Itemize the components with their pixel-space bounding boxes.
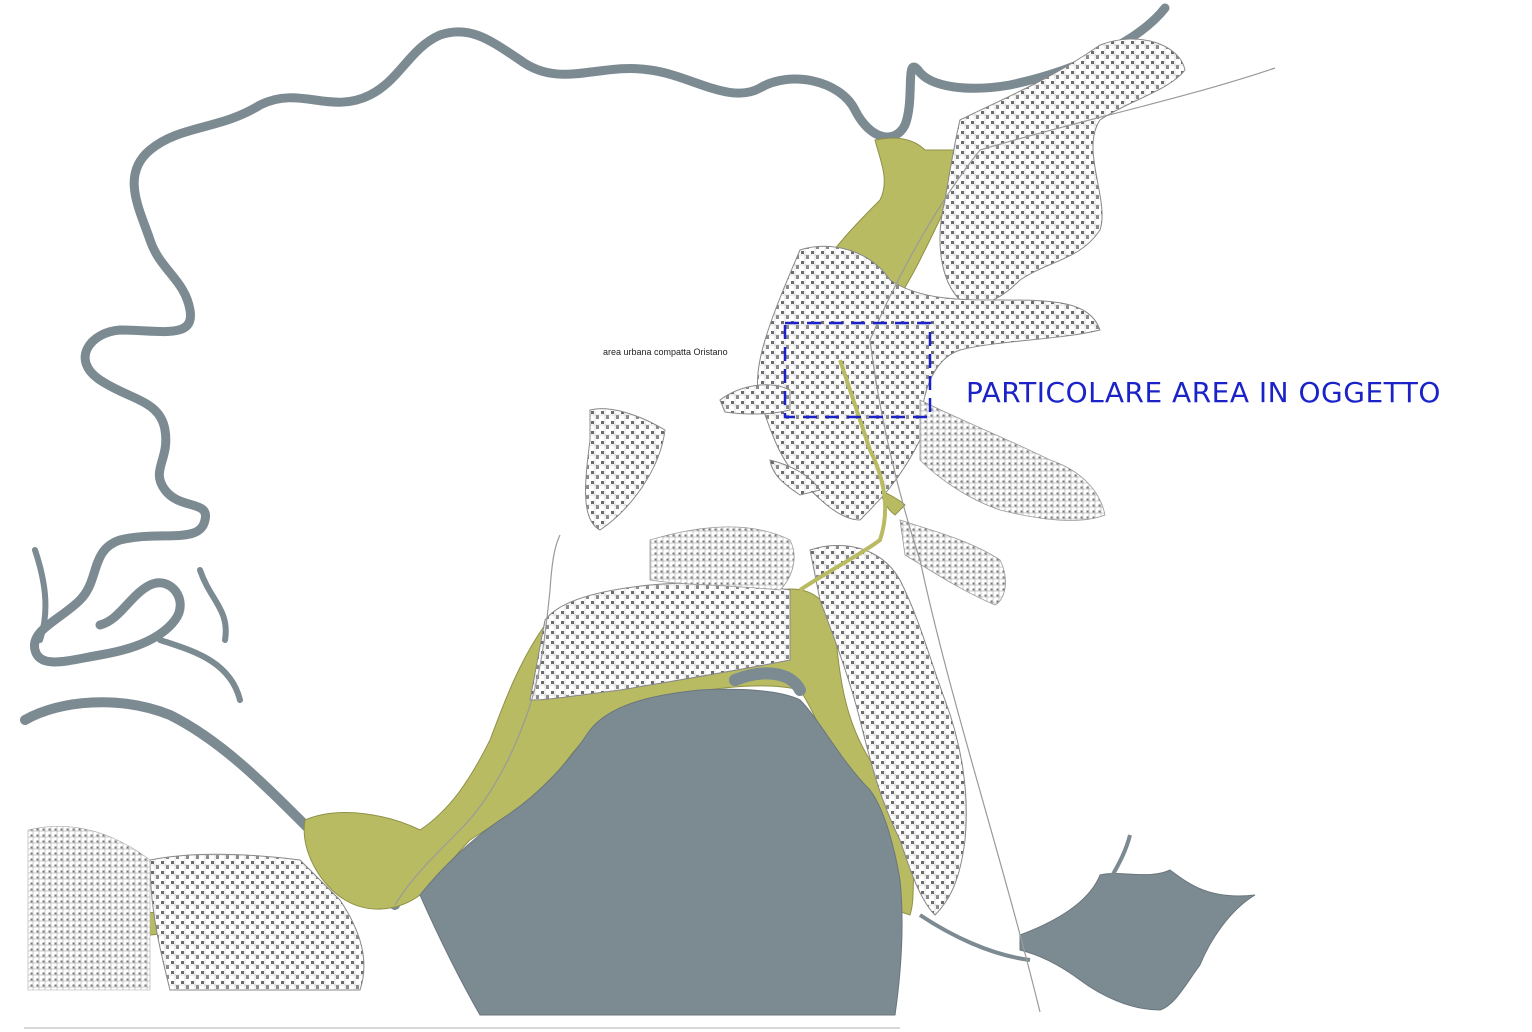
river-branch-west: [32, 547, 243, 703]
industrial-zone-east: [649, 526, 795, 591]
urban-area-south: [809, 544, 967, 916]
main-road: [798, 359, 888, 592]
urban-area-center: [756, 245, 1101, 521]
lagoon-channel: [729, 667, 806, 696]
pond-east-inlet: [918, 834, 1132, 962]
coast-road: [394, 534, 561, 906]
river-tirso: [30, 3, 1170, 667]
area-callout-label: PARTICOLARE AREA IN OGGETTO: [966, 376, 1441, 409]
port-zone-north: [585, 408, 666, 531]
urban-area-west-spur: [719, 384, 821, 496]
industrial-zone: [529, 582, 791, 701]
industrial-zone-southwest: [149, 853, 365, 991]
lagoon-santa-giusta: [419, 688, 903, 1016]
fields-southwest: [27, 825, 151, 991]
railway-line: [869, 67, 1276, 1013]
bottom-divider: [24, 1027, 900, 1029]
urban-area-north: [939, 38, 1186, 305]
urban-area-southeast: [899, 519, 1006, 606]
area-of-interest-box: [783, 321, 932, 419]
urban-area-east-fields: [919, 399, 1106, 521]
urban-area-label: area urbana compatta Oristano: [603, 347, 728, 357]
pond-east: [1019, 869, 1256, 1011]
